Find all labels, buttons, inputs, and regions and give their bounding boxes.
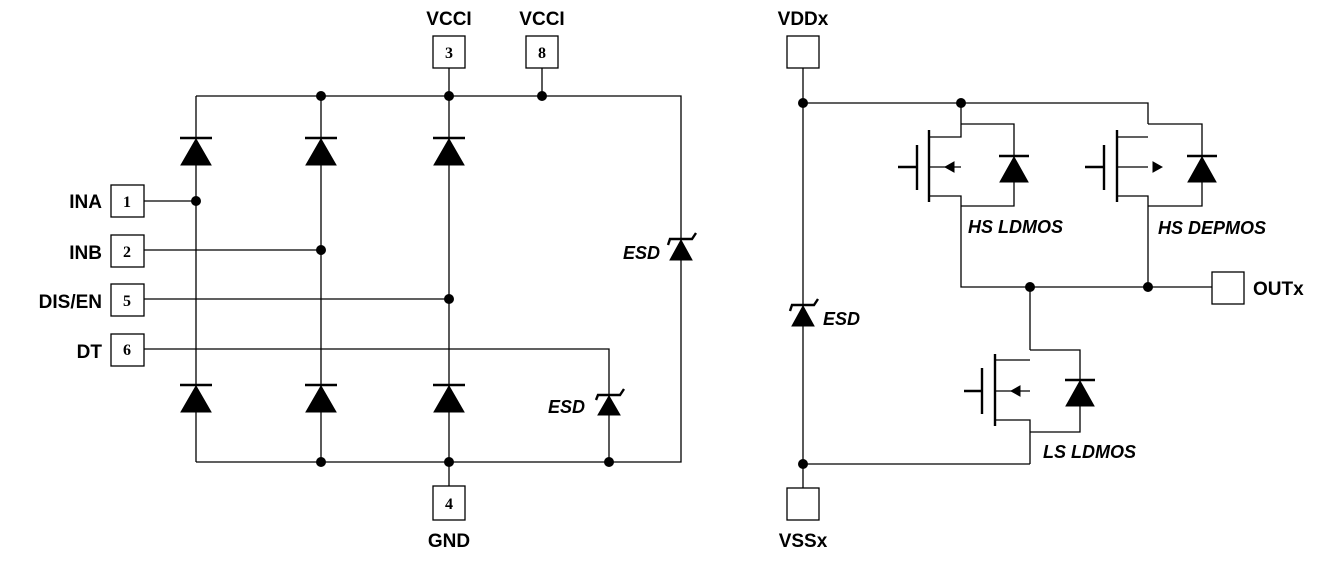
pin-3: 3 VCCI bbox=[426, 9, 472, 69]
ls-ldmos-label: LS LDMOS bbox=[1043, 442, 1136, 462]
diode-upper-2 bbox=[305, 136, 337, 166]
hs-depmos-label: HS DEPMOS bbox=[1158, 218, 1266, 238]
pin-vssx bbox=[786, 487, 820, 521]
pin-outx-label: OUTx bbox=[1253, 279, 1304, 300]
pin-4-label: GND bbox=[428, 531, 470, 552]
esd-label-dt: ESD bbox=[548, 397, 585, 417]
pin-3-label: VCCI bbox=[426, 9, 471, 30]
dt-line bbox=[144, 348, 610, 462]
svg-text:2: 2 bbox=[123, 244, 131, 261]
diode-upper-1 bbox=[180, 136, 212, 166]
hs-ldmos-transistor bbox=[898, 123, 1029, 207]
pin-outx bbox=[1211, 271, 1245, 305]
pin-6: 6 DT bbox=[77, 333, 145, 367]
esd-zener-supply bbox=[788, 298, 819, 327]
vcci-rail bbox=[196, 95, 682, 463]
svg-text:6: 6 bbox=[123, 342, 131, 359]
pin-1-label: INA bbox=[69, 192, 102, 213]
left-esd-network: ESD ESD 3 VCCI 8 VCCI 1 INA bbox=[39, 9, 697, 552]
pin-vddx-label: VDDx bbox=[778, 9, 829, 30]
ls-ldmos-transistor bbox=[964, 349, 1095, 433]
esd-label-rail: ESD bbox=[623, 243, 660, 263]
hs-depmos-transistor bbox=[1085, 123, 1217, 207]
pin-5-label: DIS/EN bbox=[39, 292, 102, 313]
pin-2: 2 INB bbox=[69, 234, 145, 268]
pin-1: 1 INA bbox=[69, 184, 145, 218]
right-output-stage: VDDx VSSx OUTx ESD bbox=[778, 9, 1304, 552]
pin-8-label: VCCI bbox=[519, 9, 564, 30]
svg-text:5: 5 bbox=[123, 293, 131, 310]
pin-5: 5 DIS/EN bbox=[39, 283, 145, 317]
diode-lower-2 bbox=[305, 383, 337, 413]
hs-ldmos-label: HS LDMOS bbox=[968, 217, 1063, 237]
esd-zener-rail bbox=[666, 232, 697, 261]
pin-2-label: INB bbox=[69, 243, 102, 264]
diode-lower-3 bbox=[433, 383, 465, 413]
svg-text:1: 1 bbox=[123, 194, 131, 211]
diode-upper-3 bbox=[433, 136, 465, 166]
pin-vddx bbox=[786, 35, 820, 69]
diode-lower-1 bbox=[180, 383, 212, 413]
esd-label-supply: ESD bbox=[823, 309, 860, 329]
pin-4: 4 GND bbox=[428, 485, 470, 552]
pin-vssx-label: VSSx bbox=[779, 531, 828, 552]
svg-text:4: 4 bbox=[445, 496, 453, 513]
esd-zener-dt bbox=[594, 388, 625, 416]
pin-6-label: DT bbox=[77, 342, 103, 363]
svg-text:3: 3 bbox=[445, 45, 453, 62]
pin-8: 8 VCCI bbox=[519, 9, 565, 69]
svg-text:8: 8 bbox=[538, 45, 546, 62]
